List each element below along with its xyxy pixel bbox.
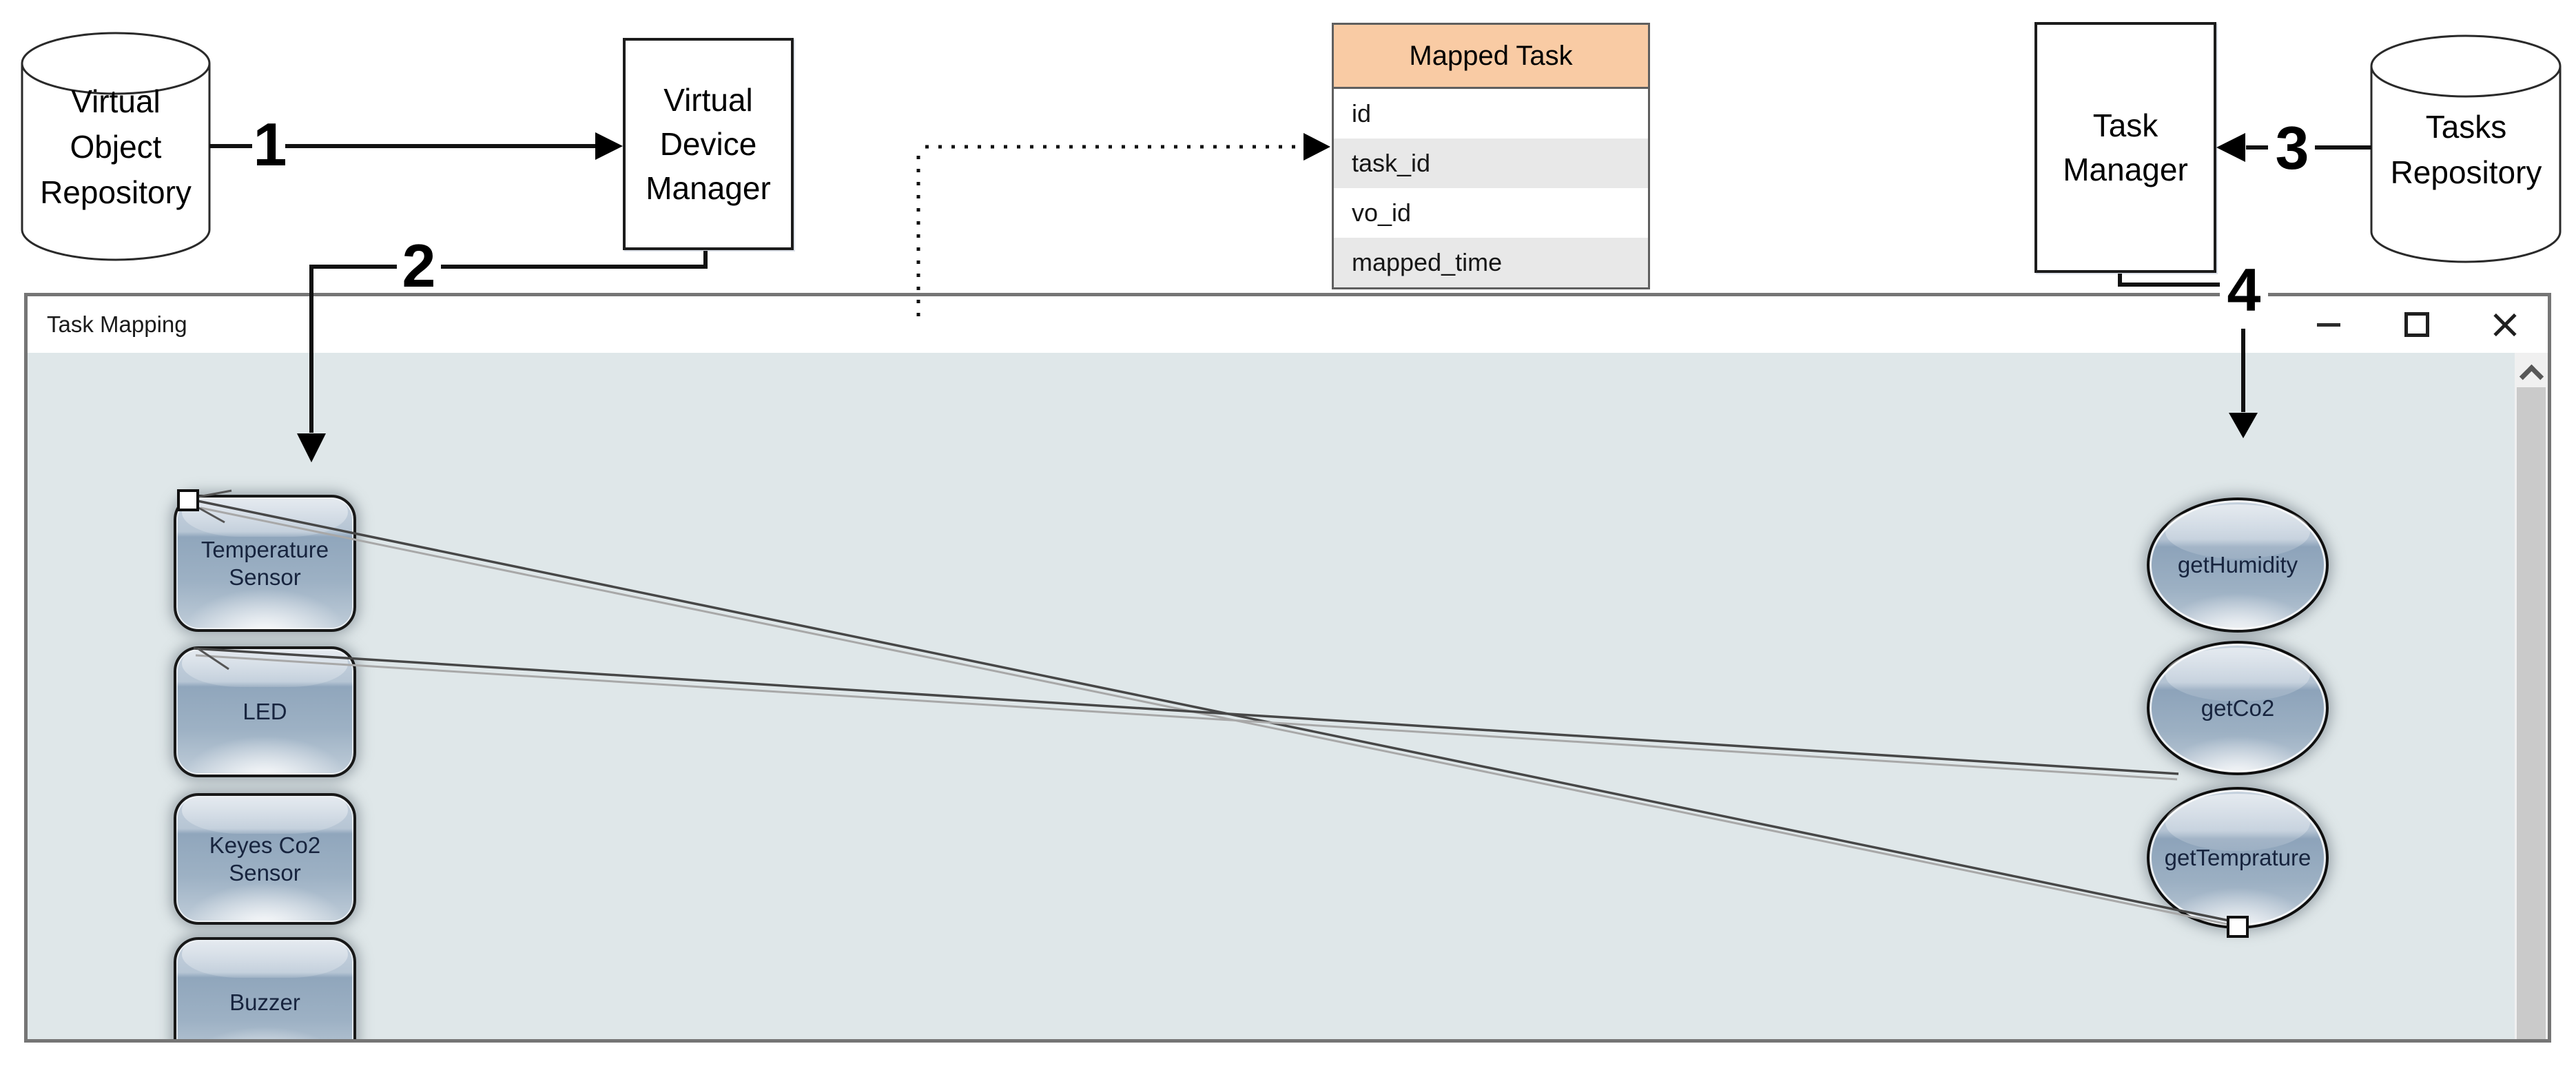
step-1-label: 1 [253, 110, 287, 178]
device-node-keyes-co2-sensor[interactable]: Keyes Co2 Sensor [174, 793, 356, 925]
task-label: getTemprature [2164, 845, 2311, 870]
task-node-gethumidity[interactable]: getHumidity [2147, 498, 2329, 633]
table-row-vo-id: vo_id [1334, 188, 1648, 238]
virtual-device-manager-box: Virtual Device Manager [623, 38, 794, 250]
vo-repository-line: Virtual [71, 83, 161, 119]
task-manager-box: Task Manager [2034, 22, 2216, 273]
task-mapping-window: Task Mapping Temperature Sensor LED Keye… [24, 293, 2551, 1043]
mapping-canvas[interactable]: Temperature Sensor LED Keyes Co2 Sensor … [28, 353, 2515, 1039]
task-manager-line: Task [2092, 107, 2158, 143]
task-label: getCo2 [2201, 695, 2275, 721]
vo-repository-line: Repository [40, 174, 192, 210]
connector-handle[interactable] [177, 489, 199, 511]
device-label: Temperature Sensor [200, 536, 329, 590]
table-row-id: id [1334, 89, 1648, 139]
task-label: getHumidity [2177, 552, 2298, 577]
device-label: Keyes Co2 Sensor [209, 832, 321, 885]
task-node-gettemprature[interactable]: getTemprature [2147, 787, 2329, 929]
arrowhead-right-icon [1304, 133, 1330, 161]
step-3-label: 3 [2275, 114, 2309, 182]
maximize-icon [2404, 312, 2429, 337]
vdm-line: Device [659, 126, 757, 162]
tasks-repository-cylinder: Tasks Repository [2371, 36, 2561, 263]
mapped-task-table: Mapped Task id task_id vo_id mapped_time [1332, 23, 1650, 289]
table-row-mapped-time: mapped_time [1334, 238, 1648, 287]
tasks-repository-line: Repository [2390, 154, 2542, 190]
vo-repository-line: Object [70, 129, 162, 165]
arrowhead-left-icon [2216, 133, 2245, 162]
minimize-icon [2317, 322, 2340, 327]
vo-repository-cylinder: Virtual Object Repository [25, 76, 207, 218]
table-row-task-id: task_id [1334, 139, 1648, 188]
tasks-repository-line: Tasks [2425, 109, 2507, 145]
device-node-temperature-sensor[interactable]: Temperature Sensor [174, 495, 356, 632]
device-node-led[interactable]: LED [174, 646, 356, 777]
vdm-line: Virtual [663, 82, 753, 118]
device-node-buzzer[interactable]: Buzzer [174, 937, 356, 1039]
task-node-getco2[interactable]: getCo2 [2147, 641, 2329, 775]
window-title: Task Mapping [47, 311, 187, 337]
minimize-button[interactable] [2307, 296, 2351, 353]
device-label: LED [243, 699, 287, 724]
step-2-label: 2 [402, 232, 436, 300]
connector-handle[interactable] [2227, 916, 2249, 938]
mapped-task-table-title: Mapped Task [1334, 25, 1648, 89]
maximize-button[interactable] [2395, 296, 2439, 353]
close-button[interactable] [2483, 296, 2527, 353]
window-titlebar[interactable]: Task Mapping [28, 296, 2548, 353]
vertical-scrollbar[interactable] [2515, 353, 2548, 1039]
scroll-up-button[interactable] [2515, 360, 2548, 389]
task-manager-line: Manager [2063, 152, 2188, 187]
close-icon [2492, 311, 2518, 338]
arrowhead-right-icon [595, 132, 623, 160]
chevron-up-icon [2519, 364, 2544, 389]
scrollbar-thumb[interactable] [2517, 387, 2546, 1039]
device-label: Buzzer [229, 990, 300, 1015]
step-4-label: 4 [2220, 254, 2268, 326]
vdm-line: Manager [646, 170, 771, 206]
